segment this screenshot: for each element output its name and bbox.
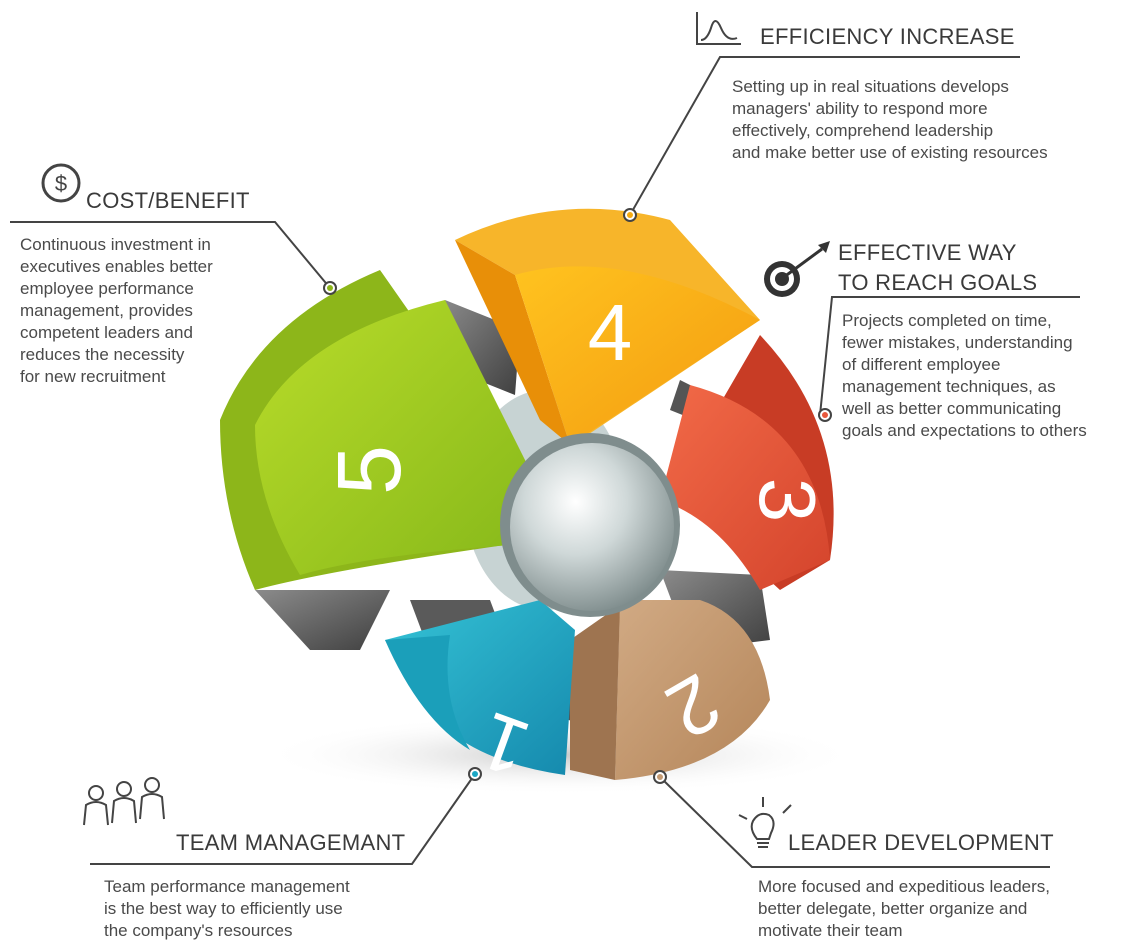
segment-3-number: 3 <box>743 478 832 523</box>
team-management-description: Team performance management is the best … <box>104 877 350 940</box>
segment-4-number: 4 <box>588 288 633 377</box>
target-icon <box>764 241 830 297</box>
effective-way-title-line2: TO REACH GOALS <box>838 270 1038 295</box>
dollar-icon: $ <box>41 163 81 203</box>
svg-text:$: $ <box>55 171 67 196</box>
team-icon <box>83 777 165 826</box>
effective-way-title-line1: EFFECTIVE WAY <box>838 240 1017 265</box>
cost-benefit-description: Continuous investment in executives enab… <box>20 235 213 386</box>
chart-curve-icon <box>696 12 741 45</box>
efficiency-increase-title: EFFICIENCY INCREASE <box>760 24 1015 49</box>
segment-5-number: 5 <box>320 445 420 495</box>
ring-arrow-left <box>255 590 390 650</box>
connector-lines <box>10 56 1080 868</box>
effective-way-description: Projects completed on time, fewer mistak… <box>842 311 1087 440</box>
segment-2 <box>615 600 770 780</box>
team-management-title: TEAM MANAGEMANT <box>176 830 406 855</box>
efficiency-increase-description: Setting up in real situations develops m… <box>732 77 1048 162</box>
lightbulb-icon <box>738 797 792 848</box>
leader-development-description: More focused and expeditious leaders, be… <box>758 877 1051 940</box>
cost-benefit-title: COST/BENEFIT <box>86 188 250 213</box>
leader-development-title: LEADER DEVELOPMENT <box>788 830 1054 855</box>
connector-dots <box>323 208 832 784</box>
